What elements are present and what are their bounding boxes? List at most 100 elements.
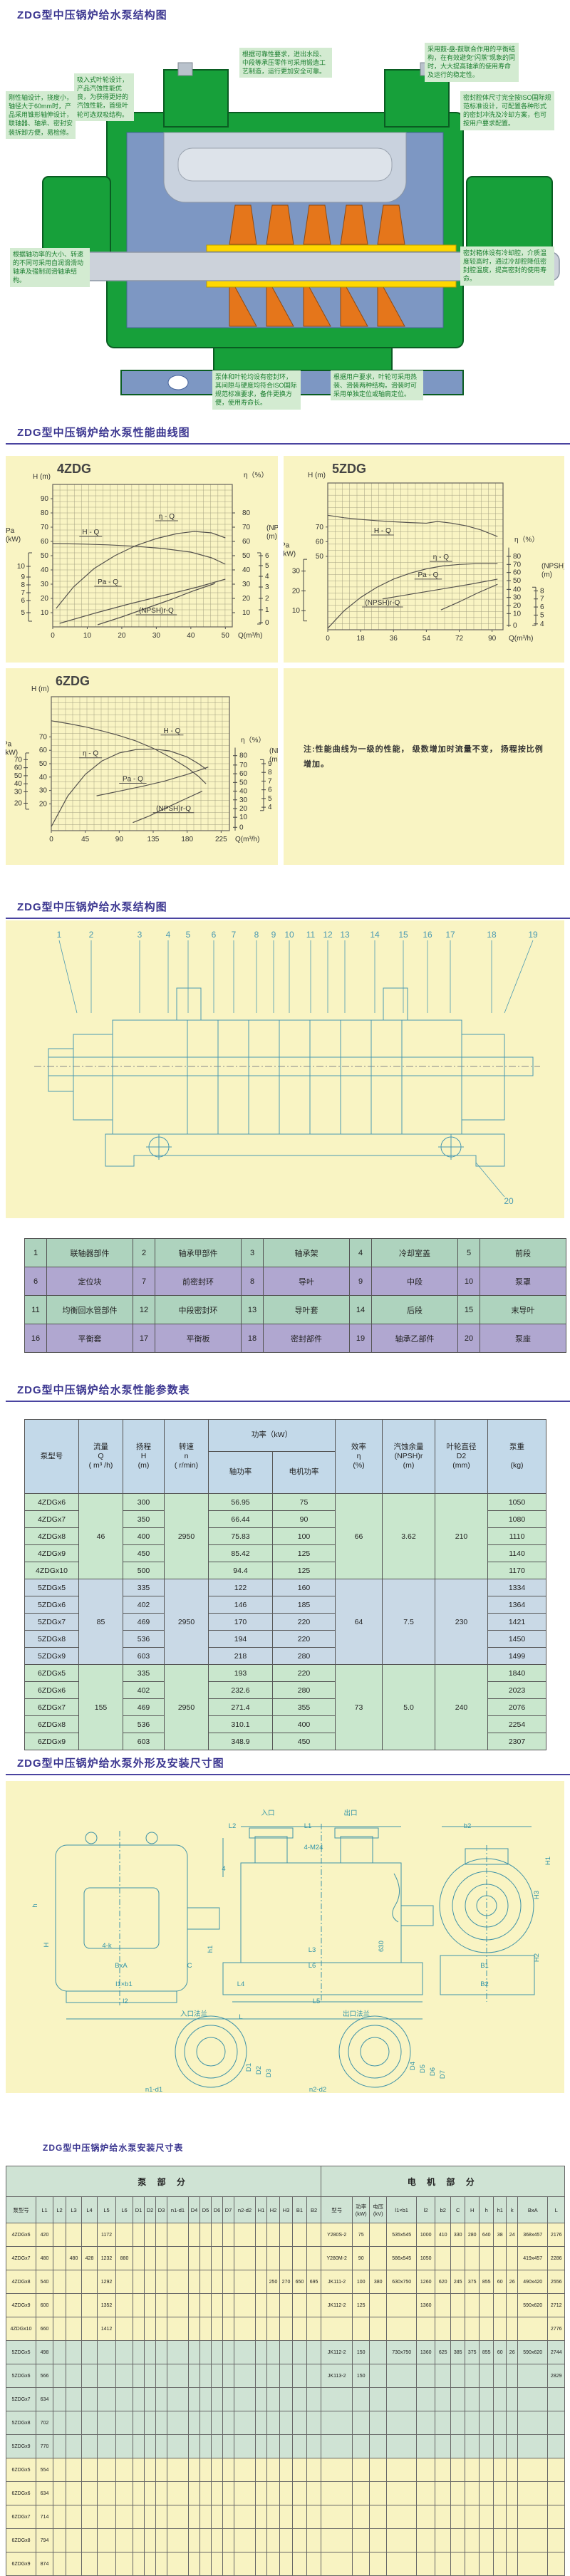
cell: 603 bbox=[123, 1647, 165, 1665]
cell bbox=[435, 2528, 452, 2552]
cell bbox=[306, 2317, 322, 2341]
series-H - Q bbox=[327, 514, 498, 537]
cell: 554 bbox=[36, 2458, 53, 2482]
cell bbox=[386, 2505, 418, 2529]
cell bbox=[53, 2246, 66, 2270]
part-name: 轴承架 bbox=[263, 1238, 350, 1267]
cell: 24 bbox=[506, 2223, 519, 2247]
cell: D3 bbox=[155, 2196, 167, 2223]
cell bbox=[450, 2505, 466, 2529]
cell: 220 bbox=[271, 1664, 336, 1682]
label: 0 bbox=[326, 635, 330, 643]
cell bbox=[465, 2364, 480, 2388]
cell: 125 bbox=[271, 1544, 336, 1562]
cell: 汽蚀余量 (NPSH)r (m) bbox=[382, 1419, 436, 1494]
callout-note-9: 根据用户要求，叶轮可采用热装、滑装两种结构。滑装时可采用单独定位或轴肩定位。 bbox=[331, 370, 423, 401]
cell bbox=[493, 2505, 507, 2529]
label: 30 bbox=[41, 581, 49, 588]
cell bbox=[493, 2364, 507, 2388]
label: 30 bbox=[242, 581, 251, 588]
series-Pa - Q bbox=[96, 767, 209, 796]
part-name: 中段 bbox=[371, 1267, 458, 1296]
cell bbox=[155, 2387, 167, 2411]
cell bbox=[53, 2387, 66, 2411]
part-no: 4 bbox=[349, 1238, 372, 1267]
cell: 94.4 bbox=[208, 1562, 273, 1579]
cell bbox=[517, 2528, 549, 2552]
cell: 125 bbox=[271, 1562, 336, 1579]
cell bbox=[435, 2434, 452, 2458]
cell: D6 bbox=[211, 2196, 223, 2223]
cell bbox=[97, 2505, 116, 2529]
cell bbox=[211, 2481, 223, 2505]
part-no: 6 bbox=[24, 1267, 47, 1296]
cell bbox=[222, 2434, 234, 2458]
cell: 1412 bbox=[97, 2317, 116, 2341]
label: L4 bbox=[237, 1980, 245, 1988]
cell: 220 bbox=[271, 1630, 336, 1648]
label: Pa bbox=[284, 542, 290, 550]
cell bbox=[386, 2458, 418, 2482]
cell bbox=[321, 2528, 353, 2552]
cell: C bbox=[450, 2196, 466, 2223]
cell bbox=[167, 2528, 189, 2552]
cell bbox=[506, 2434, 519, 2458]
cell: 56.95 bbox=[208, 1493, 273, 1511]
cell bbox=[66, 2364, 82, 2388]
cell bbox=[352, 2481, 370, 2505]
label: Pa - Q bbox=[418, 571, 438, 579]
series-(NPSH)r-Q bbox=[133, 790, 203, 824]
series-η - Q bbox=[56, 531, 226, 609]
label: 9 bbox=[271, 930, 276, 940]
part-name: 中段密封环 bbox=[155, 1295, 242, 1324]
part-no: 13 bbox=[241, 1295, 264, 1324]
cell: 5ZDGx5 bbox=[6, 2340, 36, 2364]
cell bbox=[133, 2458, 145, 2482]
cell: 855 bbox=[479, 2340, 494, 2364]
label: 180 bbox=[181, 836, 193, 843]
cell bbox=[435, 2387, 452, 2411]
cell bbox=[234, 2481, 256, 2505]
cell: 电压 (kV) bbox=[369, 2196, 388, 2223]
cell bbox=[200, 2552, 212, 2576]
cell bbox=[200, 2411, 212, 2435]
cell bbox=[155, 2364, 167, 2388]
cell bbox=[115, 2411, 133, 2435]
cell bbox=[81, 2340, 98, 2364]
label: 20 bbox=[39, 800, 48, 808]
cell bbox=[255, 2434, 267, 2458]
cell bbox=[292, 2505, 307, 2529]
cell: 330 bbox=[450, 2223, 466, 2247]
cell bbox=[81, 2293, 98, 2317]
cell bbox=[66, 2505, 82, 2529]
cell: 300 bbox=[123, 1493, 165, 1511]
cell bbox=[292, 2387, 307, 2411]
cell bbox=[306, 2293, 322, 2317]
cell bbox=[81, 2411, 98, 2435]
label: 70 bbox=[14, 756, 23, 764]
cell: 5.0 bbox=[382, 1664, 436, 1750]
cell bbox=[133, 2340, 145, 2364]
part-no: 15 bbox=[457, 1295, 480, 1324]
cell: 380 bbox=[369, 2270, 388, 2294]
cell: 146 bbox=[208, 1596, 273, 1614]
cell bbox=[517, 2481, 549, 2505]
label: BxA bbox=[115, 1962, 128, 1970]
label: 10 bbox=[242, 609, 251, 617]
callout-note-3: 根据可靠性要求，进出水段、中段等承压零件可采用锻造工艺制造，运行更加安全可靠。 bbox=[239, 48, 332, 78]
cell: 155 bbox=[78, 1664, 123, 1750]
cell bbox=[115, 2505, 133, 2529]
cell: 469 bbox=[123, 1613, 165, 1631]
label: 20 bbox=[41, 595, 49, 603]
cell bbox=[292, 2246, 307, 2270]
cell bbox=[369, 2317, 388, 2341]
cell bbox=[133, 2387, 145, 2411]
label: 3 bbox=[138, 930, 142, 940]
